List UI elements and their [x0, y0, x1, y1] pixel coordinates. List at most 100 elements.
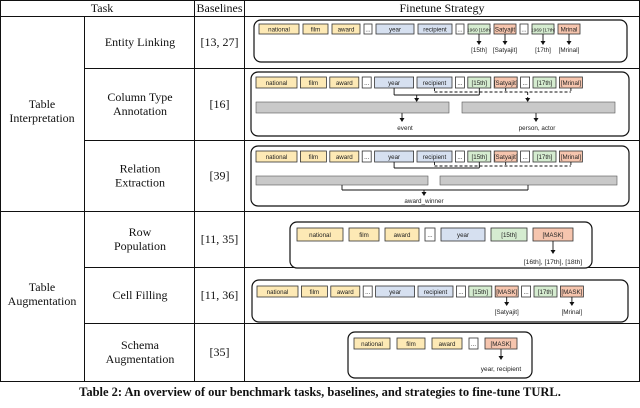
token-label: ... [427, 232, 432, 239]
token-chip [330, 285, 361, 298]
token-label: Satyajit [495, 27, 516, 34]
link-arrowhead [476, 41, 482, 45]
header-task: Task [91, 1, 114, 15]
connector-head [421, 192, 427, 196]
token-chip [455, 23, 465, 35]
token-chip [353, 337, 391, 350]
token-chip [296, 227, 344, 242]
group-label-1: Table [29, 280, 55, 294]
token-label: film [359, 232, 369, 239]
token-chip [331, 23, 361, 35]
token-chip [361, 150, 372, 163]
token-label: [15th] [473, 289, 489, 296]
task-name: Row [129, 225, 152, 239]
token-label: ... [364, 80, 369, 87]
baseline-citation: [13, 27] [201, 35, 239, 49]
token-chip [455, 285, 466, 298]
header-finetune-strategy: Finetune Strategy [400, 1, 485, 15]
entity-label: [Mrinal] [559, 47, 580, 54]
token-label: award [337, 289, 354, 296]
baseline-citation: [11, 35] [201, 232, 239, 246]
token-chip [384, 227, 420, 242]
output-head [504, 302, 510, 306]
token-label: film [406, 341, 416, 348]
cell-filling-label: [Mrinal] [562, 309, 583, 316]
token-chip [300, 285, 328, 298]
token-label: ... [523, 154, 528, 161]
token-chip [299, 150, 327, 163]
link-arrowhead [502, 41, 508, 45]
token-chip [454, 150, 465, 163]
output-head [498, 356, 504, 360]
token-label: film [311, 27, 321, 34]
output-head [550, 250, 556, 254]
token-label: recipient [423, 154, 447, 161]
cell-filling-label: [Satyajit] [495, 309, 519, 316]
task-name: Cell Filling [112, 288, 167, 302]
token-chip [329, 76, 360, 89]
token-label: ... [457, 80, 462, 87]
token-label: [Mrinal] [561, 80, 582, 87]
token-chip [417, 285, 454, 298]
token-chip [424, 227, 436, 242]
token-chip [329, 150, 360, 163]
token-label: ... [471, 341, 476, 348]
token-label: [MASK] [491, 341, 512, 348]
token-label: ... [365, 289, 370, 296]
schema-label: year, recipient [481, 366, 522, 373]
task-name: Annotation [113, 104, 167, 118]
token-chip [431, 337, 463, 350]
token-chip [362, 285, 373, 298]
token-label: [MASK] [496, 289, 517, 296]
token-chip [490, 227, 528, 242]
token-label: recipient [423, 80, 447, 87]
token-label: national [267, 289, 289, 296]
output-head [533, 118, 539, 122]
token-label: ... [364, 154, 369, 161]
token-chip [520, 150, 530, 163]
token-label: [15th] [501, 232, 517, 239]
row-population-label: [16th], [17th], [18th] [524, 259, 583, 266]
token-chip [532, 76, 557, 89]
token-label: [15th] [472, 80, 488, 87]
token-label: national [361, 341, 383, 348]
token-label: year [389, 289, 401, 296]
token-label: ... [458, 289, 463, 296]
token-label: national [266, 154, 288, 161]
token-chip [468, 285, 493, 298]
token-chip [396, 337, 426, 350]
output-head [399, 118, 405, 122]
token-label: 1960 [15th] [467, 28, 491, 34]
token-chip [468, 337, 479, 350]
token-label: [Satyajit] [494, 80, 518, 87]
token-label: national [268, 27, 290, 34]
token-label: award [439, 341, 456, 348]
group-label-1: Augmentation [8, 294, 77, 308]
token-label: ... [524, 289, 529, 296]
token-label: Mrinal [561, 27, 578, 34]
token-chip [521, 285, 531, 298]
token-label: year [457, 232, 469, 239]
token-label: year [389, 27, 401, 34]
task-name: Extraction [115, 176, 165, 190]
token-chip [361, 76, 372, 89]
token-chip [454, 76, 465, 89]
token-chip [533, 285, 558, 298]
task-name: Population [114, 239, 166, 253]
task-name: Relation [120, 162, 161, 176]
aggregation-bar [255, 101, 450, 114]
token-chip [375, 23, 415, 35]
token-label: award [336, 154, 353, 161]
token-label: ... [521, 27, 526, 34]
token-chip [348, 227, 380, 242]
aggregation-bar [255, 175, 429, 186]
baseline-citation: [39] [210, 169, 230, 183]
token-label: [17th] [537, 80, 553, 87]
type-label-year: event [397, 125, 413, 132]
token-chip [375, 285, 416, 298]
token-label: ... [457, 27, 462, 34]
token-label: 1969 [17th] [531, 28, 555, 34]
connector-head [525, 98, 531, 102]
